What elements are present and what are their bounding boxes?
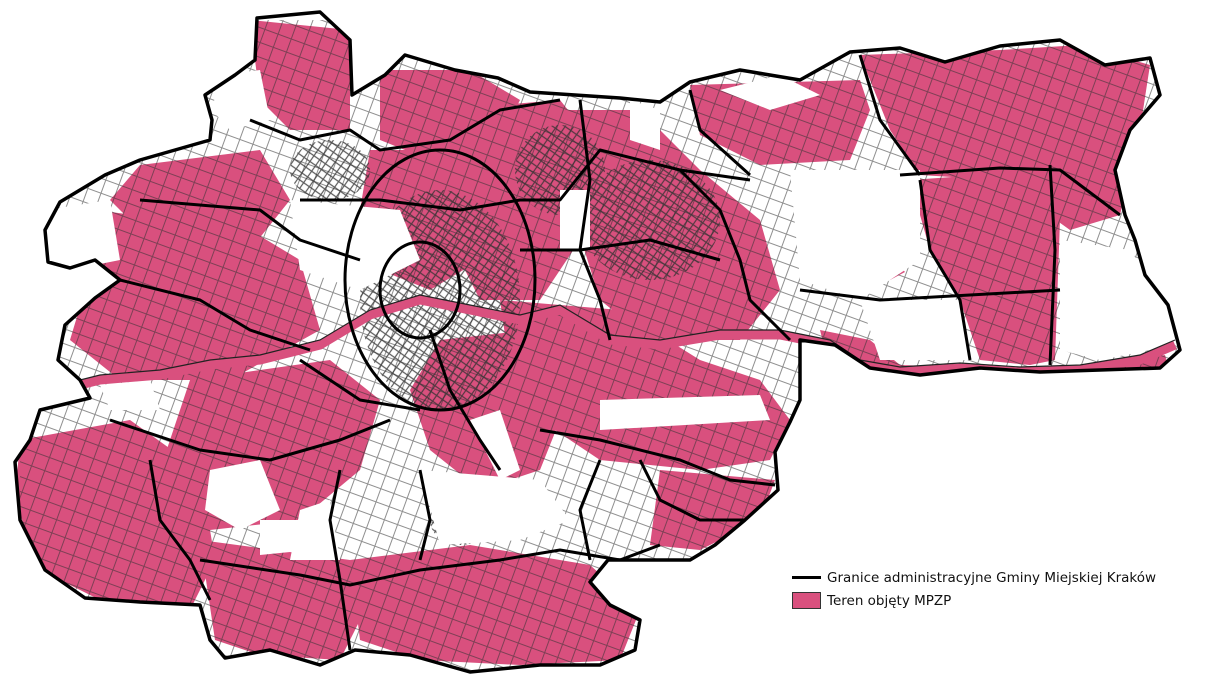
legend: Granice administracyjne Gminy Miejskiej … bbox=[792, 566, 1202, 612]
mpzp-swatch-symbol bbox=[792, 592, 821, 609]
legend-mpzp-label: Teren objęty MPZP bbox=[827, 592, 952, 609]
legend-row-boundary: Granice administracyjne Gminy Miejskiej … bbox=[792, 566, 1202, 589]
non-mpzp-areas bbox=[45, 70, 1175, 560]
boundary-line-symbol bbox=[792, 576, 821, 579]
legend-boundary-label: Granice administracyjne Gminy Miejskiej … bbox=[827, 569, 1157, 586]
legend-row-mpzp: Teren objęty MPZP bbox=[792, 589, 1202, 612]
